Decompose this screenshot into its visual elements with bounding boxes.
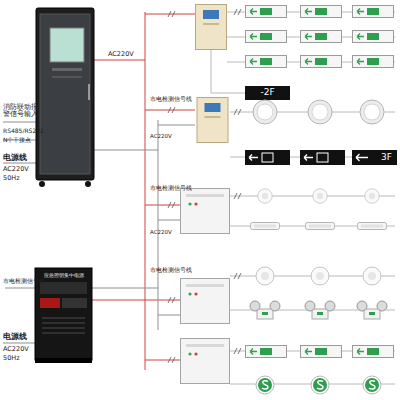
distribution-box	[196, 5, 227, 50]
ceiling-lamp	[363, 267, 381, 285]
downlight	[253, 100, 277, 124]
annotation-label: 市电检测信号线	[150, 267, 192, 273]
floor-sign	[311, 376, 329, 394]
exit-sign	[246, 31, 287, 43]
twin-head-lamp	[305, 301, 335, 319]
bar-lamp	[358, 223, 387, 230]
ceiling-lamp	[313, 189, 327, 203]
annotation-label: 50Hz	[3, 355, 20, 362]
mains-wire	[92, 12, 195, 370]
floor-sign	[363, 376, 381, 394]
panel-strip	[52, 68, 82, 71]
exit-sign	[301, 346, 342, 358]
distribution-box	[181, 339, 230, 384]
floor-exit-sign: -2F	[245, 86, 290, 100]
display-strip	[40, 282, 87, 294]
switch-panel	[62, 298, 87, 308]
ceiling-lamp	[256, 267, 274, 285]
exit-sign	[246, 346, 287, 358]
exit-sign	[301, 31, 342, 43]
panel-strip	[52, 76, 82, 78]
exit-sign	[246, 6, 287, 18]
bar-lamp	[251, 223, 280, 230]
annotation-label: 市电检测信号线	[150, 96, 192, 102]
signal-wire	[3, 120, 195, 343]
vent-slots	[42, 318, 85, 333]
floor-sign	[256, 376, 274, 394]
rack-cabinet	[36, 8, 94, 180]
annotation-label: 电源线	[3, 153, 27, 162]
annotation-label: 50Hz	[3, 175, 20, 182]
exit-sign	[353, 56, 394, 68]
annotation-label: AC220V	[3, 346, 29, 353]
floor-sign-panel	[245, 86, 290, 100]
twin-head-lamp	[357, 301, 387, 319]
annotation-label: 消防联动报警信号输入	[3, 104, 43, 119]
exit-sign-dark	[245, 150, 290, 165]
ceiling-lamp	[365, 189, 379, 203]
door-handle	[88, 84, 90, 100]
caster-wheel	[85, 181, 91, 187]
annotation-label: AC220V	[150, 229, 172, 235]
annotation-label: 市电检测信号线	[150, 185, 192, 191]
exit-sign-dark	[300, 150, 345, 165]
floor-exit-sign: 3F	[352, 150, 397, 165]
annotation-label: N个干接点	[3, 137, 32, 144]
node-text: 应急照明集中电源	[44, 273, 84, 279]
distribution-box	[197, 98, 228, 143]
exit-sign	[353, 31, 394, 43]
twin-head-lamp	[250, 301, 280, 319]
distribution-box	[181, 189, 230, 234]
exit-sign	[353, 346, 394, 358]
annotation-label: AC220V	[3, 166, 29, 173]
downlight	[308, 100, 332, 124]
exit-sign	[246, 56, 287, 68]
annotation-label: RS485/RS232	[3, 128, 44, 135]
annotation-label: 市电检测信号线	[3, 278, 45, 284]
node-text: -2F	[260, 88, 274, 98]
node-text: 3F	[381, 153, 392, 163]
exit-sign	[301, 6, 342, 18]
red-panel	[40, 298, 60, 308]
direction-arrow	[356, 154, 368, 161]
bar-lamp	[306, 223, 335, 230]
floor-sign-panel	[352, 150, 397, 165]
cabinet-base	[35, 358, 92, 363]
annotation-label: AC220V	[108, 51, 134, 58]
exit-sign	[353, 6, 394, 18]
annotation-label: AC220V	[150, 133, 172, 139]
ceiling-lamp	[258, 189, 272, 203]
glass-door	[40, 14, 90, 174]
caster-wheel	[39, 181, 45, 187]
ceiling-lamp	[311, 267, 329, 285]
downlight	[360, 100, 384, 124]
annotation-label: 电源线	[3, 332, 27, 341]
distribution-box	[181, 279, 230, 324]
exit-sign	[301, 56, 342, 68]
lcd-screen	[50, 28, 84, 62]
